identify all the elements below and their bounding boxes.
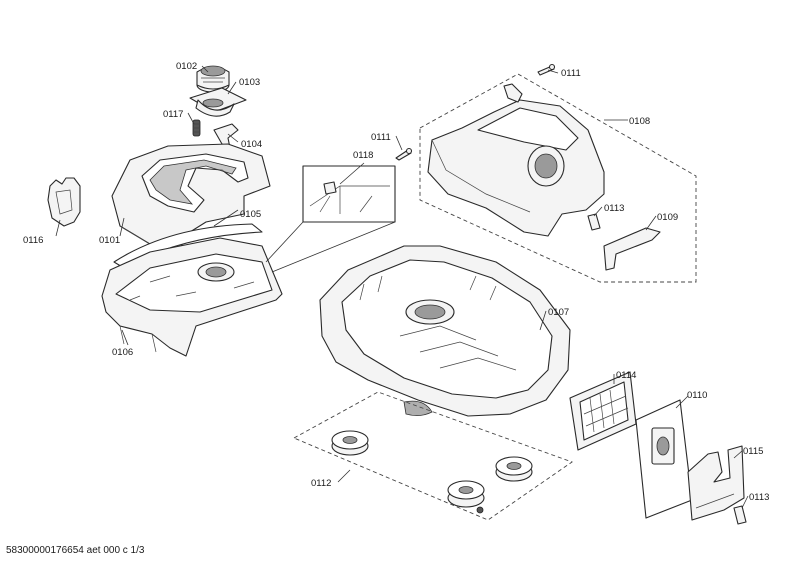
part-0106-housing [101, 237, 283, 357]
part-0113-piece-top [587, 213, 601, 231]
label-0118: 0118 [353, 150, 373, 161]
part-0115-bag-holder [687, 445, 745, 521]
wheel-1 [331, 430, 369, 456]
label-0117: 0117 [163, 109, 183, 120]
label-0101: 0101 [99, 235, 120, 246]
part-0108-body-cover [419, 73, 697, 283]
label-0111-top: 0111 [561, 68, 581, 79]
label-0113-bottom: 0113 [749, 492, 769, 503]
label-0113-top: 0113 [604, 203, 624, 214]
label-0115: 0115 [743, 446, 763, 457]
document-reference-footer: 58300000176654 aet 000 c 1/3 [6, 545, 145, 556]
part-0116-latch [47, 177, 81, 227]
part-0113-piece-bottom [733, 505, 747, 525]
part-0110-dust-bag [635, 399, 693, 519]
label-0107: 0107 [548, 307, 569, 318]
part-0112-wheels [292, 391, 573, 521]
label-0102: 0102 [176, 61, 197, 72]
part-0107-main-body [319, 245, 571, 417]
label-0114: 0114 [616, 370, 636, 381]
label-0105: 0105 [240, 209, 261, 220]
label-0112: 0112 [311, 478, 331, 489]
label-0108: 0108 [629, 116, 650, 127]
label-0104: 0104 [241, 139, 262, 150]
label-0111-mid: 0111 [371, 132, 391, 143]
wheel-3 [447, 480, 485, 514]
label-0103: 0103 [239, 77, 260, 88]
part-0109-handle [603, 227, 661, 271]
label-0110: 0110 [687, 390, 707, 401]
label-0116: 0116 [23, 235, 43, 246]
part-0114-filter-grille [569, 371, 637, 451]
part-0111-screw-top [537, 63, 556, 76]
leader-lines [55, 65, 749, 509]
part-labels: 0102 0103 0117 0104 0105 0101 0116 0106 … [23, 61, 769, 503]
wheel-2 [495, 456, 533, 482]
part-0118-detail-inset [265, 165, 396, 273]
part-0103-motor-holder [189, 87, 247, 117]
part-0117-spring [192, 119, 201, 137]
part-0102-motor [196, 65, 230, 93]
label-0106: 0106 [112, 347, 133, 358]
label-0109: 0109 [657, 212, 678, 223]
part-0111-screw-mid [395, 147, 413, 161]
